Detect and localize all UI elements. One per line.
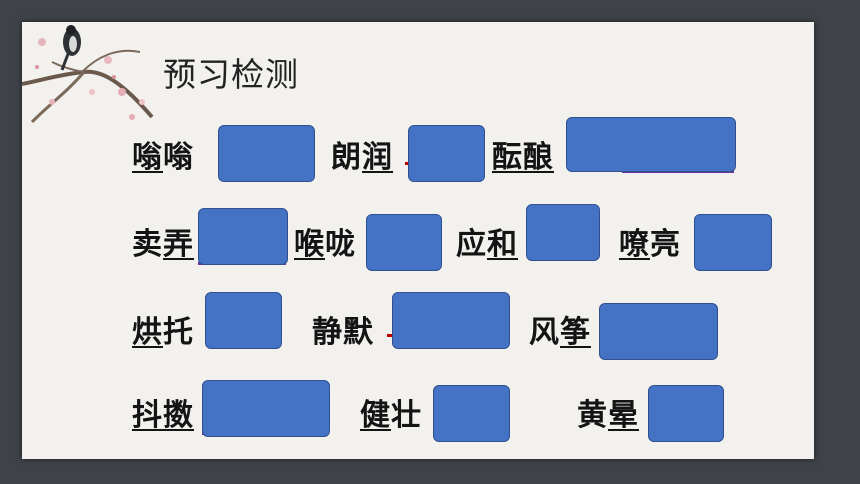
- word-fengzheng: 风筝: [529, 315, 591, 350]
- word-huangyun: 黄晕: [577, 398, 639, 433]
- answer-box-dousou: [202, 380, 330, 437]
- answer-box-mainong: [198, 208, 288, 265]
- word-yunniang: 酝酿: [492, 140, 554, 175]
- answer-box-yinghe: [526, 204, 600, 261]
- word-langrun: 朗润: [331, 140, 393, 175]
- word-mainong: 卖弄: [132, 227, 194, 262]
- answer-box-fengzheng: [599, 303, 718, 360]
- word-jianzhuang: 健壮: [360, 398, 422, 433]
- page-title: 预习检测: [163, 55, 299, 94]
- word-wengweng: 嗡嗡: [132, 140, 194, 175]
- word-liaoliang: 嘹亮: [619, 227, 681, 262]
- answer-box-jingmo: [392, 292, 510, 349]
- answer-box-langrun: [408, 125, 485, 182]
- red-mark: [387, 334, 393, 337]
- answer-box-huangyun: [648, 385, 724, 442]
- word-dousou: 抖擞: [132, 398, 194, 433]
- answer-box-wengweng: [218, 125, 315, 182]
- slide: 预习检测 嗡嗡 朗润 酝酿 卖弄 喉咙 应和 嘹亮 烘托 静默 风筝 抖擞 健壮…: [22, 22, 814, 459]
- word-jingmo: 静默: [312, 315, 374, 350]
- answer-box-hongtuo: [205, 292, 282, 349]
- answer-box-yunniang: [566, 117, 736, 172]
- word-hongtuo: 烘托: [132, 315, 194, 350]
- bird-branch-illustration: [22, 25, 154, 124]
- answer-box-jianzhuang: [433, 385, 510, 442]
- word-houlong: 喉咙: [294, 227, 356, 262]
- word-yinghe: 应和: [456, 227, 518, 262]
- answer-box-houlong: [366, 214, 442, 271]
- answer-box-liaoliang: [694, 214, 772, 271]
